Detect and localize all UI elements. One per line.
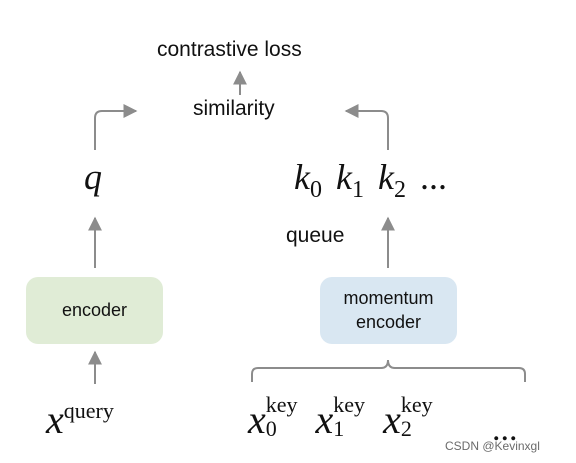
contrastive-loss-label: contrastive loss (157, 38, 302, 61)
encoder-box: encoder (26, 277, 163, 344)
arrow-q-to-similarity (94, 104, 138, 150)
query-input-superscript: query (63, 398, 114, 423)
momentum-encoder-label-line1: momentum (343, 288, 434, 309)
encoder-label: encoder (61, 299, 128, 320)
query-vector-q: q (84, 156, 102, 198)
similarity-label: similarity (193, 97, 275, 120)
key-vector-0: k0 (294, 157, 322, 204)
key-queue-vectors: k0 k1 k2... (294, 156, 447, 204)
key-vector-1: k1 (335, 157, 364, 204)
momentum-encoder-box: momentum encoder (320, 277, 457, 344)
key-inputs-ellipsis: ... (492, 411, 518, 448)
query-input-x: xquery (46, 396, 114, 443)
query-symbol: q (84, 157, 102, 197)
key-inputs-brace (251, 359, 526, 382)
key-vector-2: k2 (377, 157, 406, 204)
query-input-symbol: x (46, 397, 64, 442)
arrow-keys-to-similarity (344, 104, 389, 150)
momentum-encoder-label-line2: encoder (355, 311, 422, 332)
watermark: CSDN @Kevinxgl (445, 439, 540, 453)
key-ellipsis: ... (419, 157, 447, 197)
queue-label: queue (286, 224, 345, 247)
